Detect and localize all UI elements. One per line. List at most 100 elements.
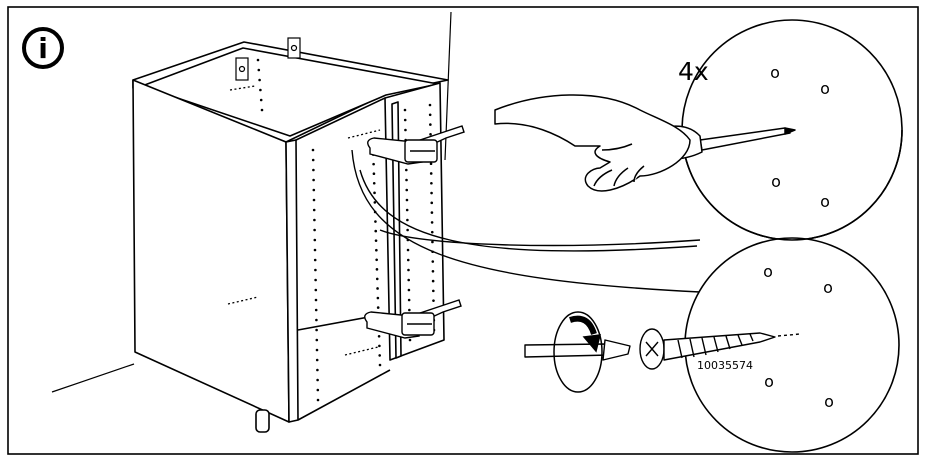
hole-mark: o	[824, 392, 834, 411]
clamp-upper	[367, 125, 465, 165]
hole-dot	[315, 358, 319, 362]
hole-dot	[378, 363, 382, 367]
hole-dot	[404, 128, 407, 132]
hole-dot	[375, 258, 378, 262]
callout-leader	[351, 149, 701, 293]
hole-dot	[376, 306, 380, 309]
clamp-lower	[364, 299, 462, 339]
hole-dot	[375, 248, 378, 252]
hole-dot	[258, 78, 261, 82]
hole-mark: o	[820, 79, 830, 98]
hole-dot	[257, 68, 261, 72]
hole-dot	[429, 133, 432, 136]
hole-dot	[430, 221, 434, 224]
hole-dot	[372, 172, 376, 175]
hole-dot	[403, 108, 407, 112]
hole-dot	[408, 338, 412, 342]
hole-mark: o	[771, 172, 781, 191]
hole-dot	[406, 228, 409, 232]
panel-frame	[7, 6, 919, 455]
hole-dot	[405, 188, 409, 192]
hole-dot	[314, 278, 317, 282]
part-number: 10035574	[697, 359, 753, 372]
hole-dot	[259, 98, 263, 102]
hole-mark: o	[770, 63, 780, 82]
hole-mark: o	[823, 278, 833, 297]
hole-dot	[407, 268, 410, 272]
hole-dot	[315, 318, 318, 322]
hole-dot	[407, 298, 411, 302]
hole-mark: o	[763, 262, 773, 281]
hole-dot	[316, 368, 319, 372]
hole-dot	[313, 258, 317, 262]
info-glyph: i	[38, 32, 48, 65]
hole-dot	[406, 258, 410, 262]
hole-dot	[430, 191, 433, 195]
info-circle-icon: i	[22, 27, 64, 69]
hole-dot	[315, 328, 318, 332]
hole-dot	[432, 289, 435, 293]
hole-dot	[316, 378, 319, 382]
hole-dot	[374, 229, 378, 233]
hole-dot	[430, 181, 433, 185]
hole-dot	[375, 277, 379, 281]
hole-dot	[429, 162, 433, 165]
hinge-brackets	[235, 37, 301, 81]
hole-dot	[314, 268, 317, 272]
hole-dot	[256, 58, 260, 62]
hole-dot	[375, 268, 379, 271]
hole-mark: o	[820, 192, 830, 211]
hole-dot	[311, 158, 315, 162]
hole-dot	[377, 335, 381, 338]
hole-dot	[431, 240, 434, 244]
hole-dot	[405, 208, 409, 212]
hole-dot	[312, 178, 315, 182]
hole-dot	[314, 298, 318, 302]
hole-dot	[314, 308, 318, 312]
hole-dot	[313, 228, 316, 232]
hole-dot	[405, 168, 408, 172]
hole-dot	[405, 178, 408, 182]
hole-mark: o	[764, 372, 774, 391]
hole-dot	[311, 148, 315, 152]
screwdriver-icon	[494, 94, 796, 192]
hole-dot	[259, 88, 262, 92]
hole-dot	[372, 181, 376, 185]
hole-marks: o o o o o o o o	[763, 63, 834, 411]
hole-dot	[407, 278, 410, 282]
hole-dot	[430, 230, 434, 234]
hole-dot	[315, 338, 319, 342]
hole-dot	[406, 218, 409, 222]
hole-dot	[405, 198, 409, 202]
hole-dot	[312, 188, 316, 192]
hole-dot	[430, 201, 434, 205]
hole-dot	[313, 238, 317, 242]
hole-dot	[316, 388, 320, 392]
rotate-clockwise-icon	[553, 311, 603, 393]
hole-dot	[429, 123, 432, 126]
cabinet-body	[132, 41, 449, 433]
hole-dot	[312, 198, 316, 202]
hole-dot	[312, 208, 316, 212]
hole-dot	[372, 162, 375, 166]
hole-dot	[316, 398, 320, 402]
hole-dot	[260, 108, 264, 112]
hole-dot	[431, 260, 435, 263]
hole-dot	[407, 288, 411, 292]
hole-dot	[374, 220, 377, 223]
hole-dot	[373, 201, 377, 204]
screw-markers	[227, 85, 381, 356]
hole-dot	[312, 168, 315, 172]
hole-dot	[428, 113, 432, 117]
hole-dot	[408, 308, 411, 312]
hole-dot	[431, 270, 435, 273]
hole-dot	[429, 172, 433, 175]
hole-dot	[378, 344, 381, 348]
hole-dot	[374, 239, 378, 242]
hole-dot	[315, 348, 319, 352]
hole-dot	[432, 299, 435, 302]
hole-dot	[378, 354, 381, 357]
hole-dot	[376, 287, 379, 290]
